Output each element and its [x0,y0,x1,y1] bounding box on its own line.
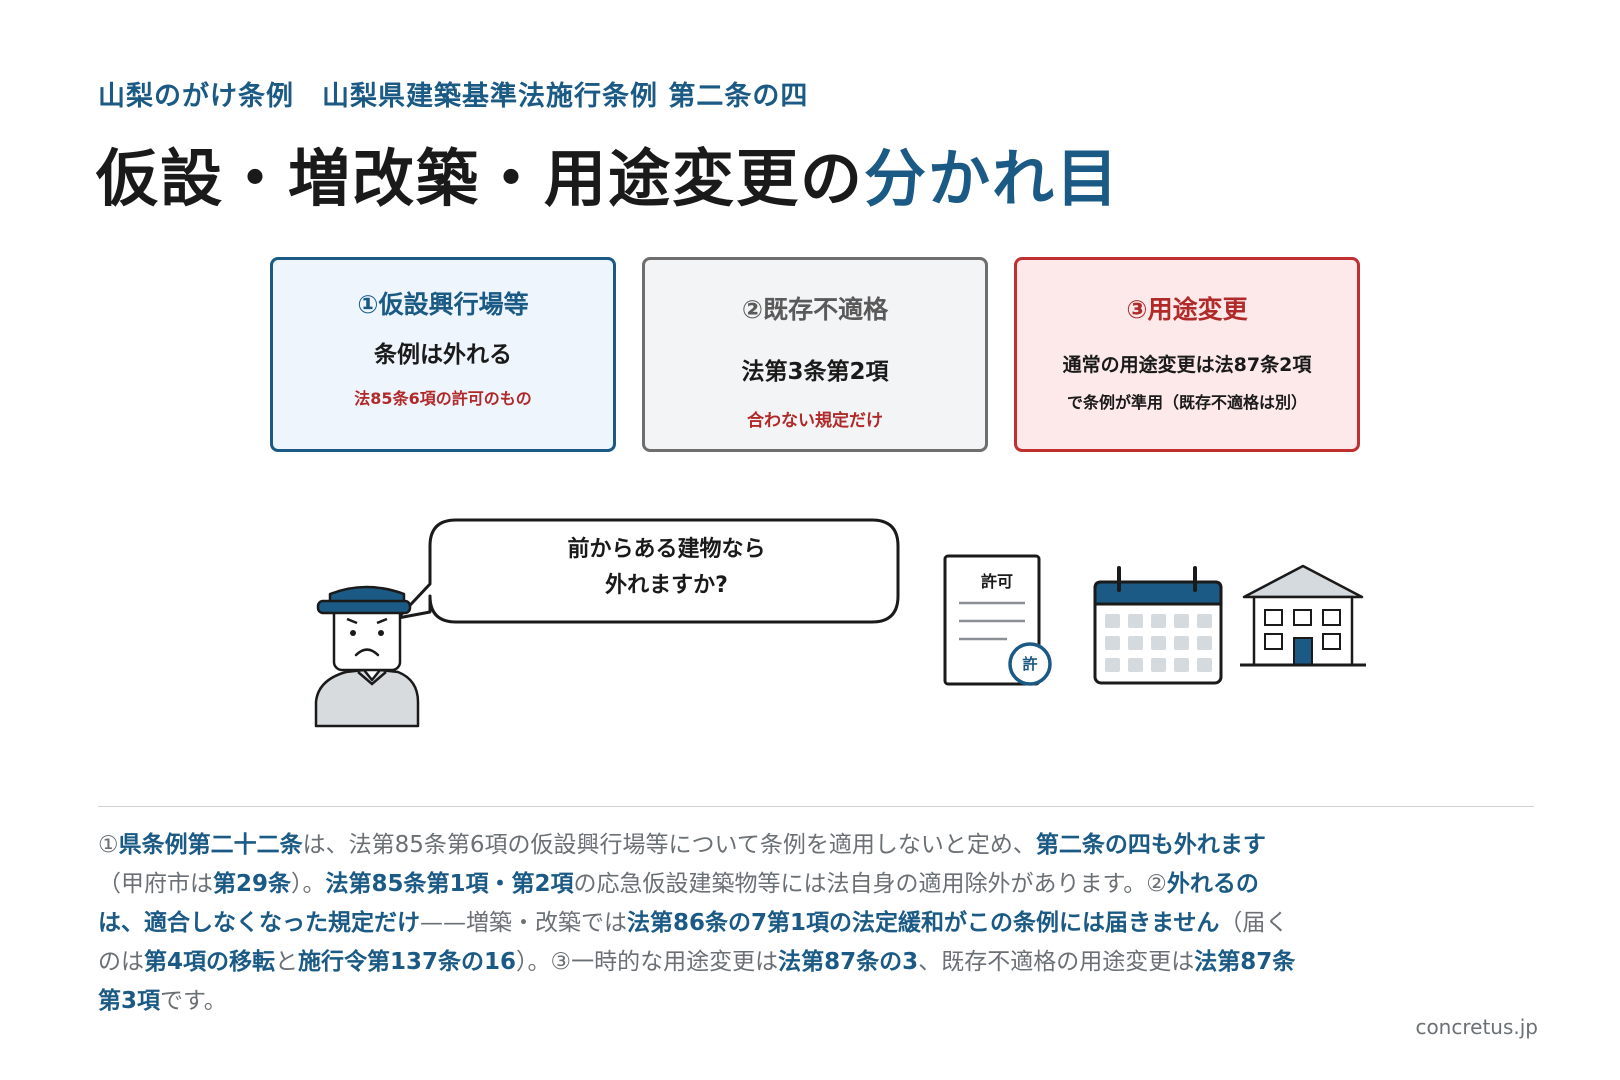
highlight: 第4項の移転 [144,949,276,975]
card-temporary: ①仮設興行場等 条例は外れる 法85条6項の許可のもの [270,257,616,452]
text: ）。③一時的な用途変更は [516,949,779,975]
highlight: 第二条の四も外れます [1035,832,1266,858]
card-use-change: ③用途変更 通常の用途変更は法87条2項 で条例が準用（既存不適格は別） [1014,257,1360,452]
highlight: 法第85条第1項・第2項 [325,871,574,897]
divider [98,806,1534,807]
worried-person-icon [314,585,420,728]
card-main: 条例は外れる [374,342,512,368]
page-subtitle: 山梨のがけ条例 山梨県建築基準法施行条例 第二条の四 [98,81,809,112]
text: は、法第85条第6項の仮設興行場等について条例を適用しないと定め、 [302,832,1036,858]
highlight: 法第86条の7第1項の法定緩和がこの条例には届きません [627,910,1220,936]
highlight: 外れるのは、適合しなくなった規定だけ [98,871,1259,936]
text: 、既存不適格の用途変更は [918,949,1195,975]
bubble-line-1: 前からある建物なら [567,537,766,562]
stamp-label: 許 [1022,655,1038,673]
text: ——増築・改築では [420,910,627,936]
text: ① [98,832,119,858]
building-icon [1240,564,1366,667]
card-nonconforming: ②既存不適格 法第3条第2項 合わない規定だけ [642,257,988,452]
stamp-icon [1008,642,1052,686]
bubble-line-2: 外れますか? [605,573,728,598]
site-credit: concretus.jp [1415,1015,1538,1039]
highlight: 第29条 [213,871,292,897]
text: （甲府市は [98,871,213,897]
text: （届くのは [98,910,1289,975]
card-title: ②既存不適格 [741,295,889,324]
card-main: 通常の用途変更は法87条2項 [1062,354,1312,376]
card-title: ①仮設興行場等 [357,290,529,319]
page-title: 仮設・増改築・用途変更の分かれ目 [96,128,1120,218]
highlight: 法第87条第3項 [98,949,1296,1014]
title-main: 仮設・増改築・用途変更の [96,142,865,215]
text: ）。 [291,871,326,897]
highlight: 県条例第二十二条 [118,832,303,858]
card-title: ③用途変更 [1126,295,1248,324]
card-sub: で条例が準用（既存不適格は別） [1066,393,1307,412]
highlight: 法第87条の3 [778,949,919,975]
highlight: 施行令第137条の16 [298,949,517,975]
calendar-icon [1093,566,1223,685]
speech-bubble-text: 前からある建物なら 外れますか? [434,532,899,604]
explanation-paragraph: ①県条例第二十二条は、法第85条第6項の仮設興行場等について条例を適用しないと定… [98,826,1298,1021]
speech-bubble [396,518,900,624]
text: です。 [160,988,227,1014]
text: の応急仮設建築物等には法自身の適用除外があります。② [573,871,1167,897]
permit-document-icon [943,554,1052,686]
permit-label: 許可 [980,572,1013,591]
text: と [275,949,299,975]
card-main: 法第3条第2項 [741,359,889,385]
card-sub: 合わない規定だけ [747,411,883,431]
card-sub: 法85条6項の許可のもの [354,389,532,408]
title-accent: 分かれ目 [864,142,1121,215]
